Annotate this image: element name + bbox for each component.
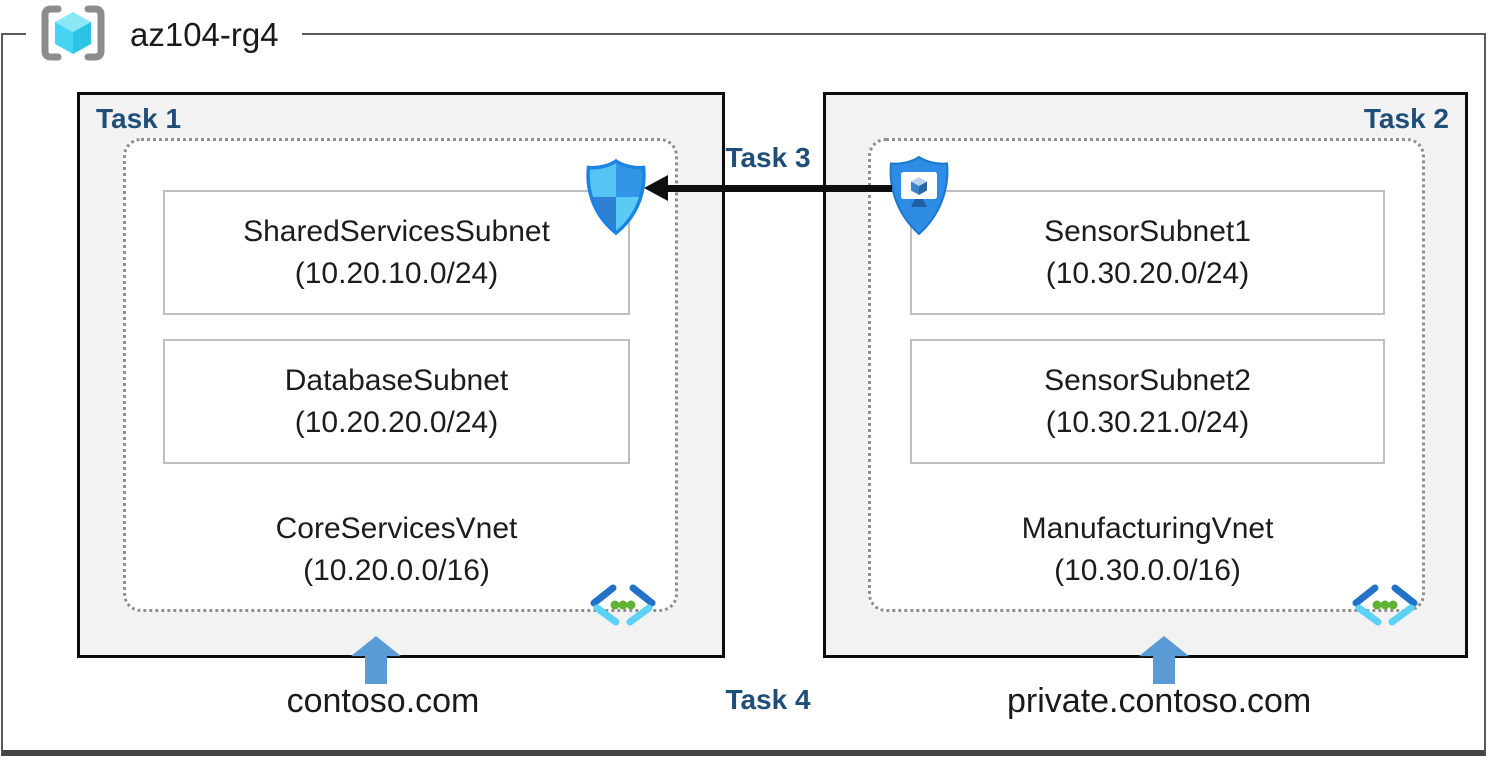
subnet-name: DatabaseSubnet [284, 363, 509, 397]
subnet-cidr: (10.30.20.0/24) [1045, 256, 1250, 290]
vnet-cidr: (10.30.0.0/16) [1054, 554, 1241, 587]
task3-label: Task 3 [725, 142, 811, 173]
task1-label: Task 1 [96, 103, 182, 134]
vnet-name: ManufacturingVnet [1021, 512, 1274, 545]
resource-group-title: az104-rg4 [130, 16, 279, 53]
resource-group-frame [1, 33, 1486, 756]
task4-label: Task 4 [725, 684, 811, 715]
vnet-name: CoreServicesVnet [275, 512, 518, 545]
subnet-name: SensorSubnet1 [1044, 214, 1251, 248]
network-security-group-icon [584, 158, 648, 236]
frame-label-gap [26, 28, 302, 40]
application-security-group-icon [886, 154, 952, 238]
subnet-cidr: (10.20.20.0/24) [294, 405, 499, 439]
virtual-network-icon [588, 582, 658, 626]
subnet-cidr: (10.30.21.0/24) [1045, 405, 1250, 439]
subnet-cidr: (10.20.10.0/24) [294, 256, 499, 290]
virtual-network-icon [1350, 582, 1420, 626]
dns-label-contoso: contoso.com [286, 682, 480, 720]
dns-label-private-contoso: private.contoso.com [1007, 682, 1312, 720]
subnet-box-sensor2: SensorSubnet2 (10.30.21.0/24) [910, 339, 1385, 464]
task2-label: Task 2 [1363, 103, 1449, 134]
subnet-box-sensor1: SensorSubnet1 (10.30.20.0/24) [910, 190, 1385, 315]
subnet-box-sharedservices: SharedServicesSubnet (10.20.10.0/24) [163, 190, 630, 315]
peering-arrow-line [666, 185, 892, 192]
subnet-name: SharedServicesSubnet [243, 214, 550, 248]
subnet-box-database: DatabaseSubnet (10.20.20.0/24) [163, 339, 630, 464]
vnet-label-coreservices: CoreServicesVnet (10.20.0.0/16) [163, 508, 630, 592]
subnet-name: SensorSubnet2 [1044, 363, 1251, 397]
vnet-label-manufacturing: ManufacturingVnet (10.30.0.0/16) [910, 508, 1385, 592]
peering-arrowhead-icon [644, 175, 668, 201]
vnet-cidr: (10.20.0.0/16) [303, 554, 490, 587]
resource-group-icon [36, 2, 110, 64]
